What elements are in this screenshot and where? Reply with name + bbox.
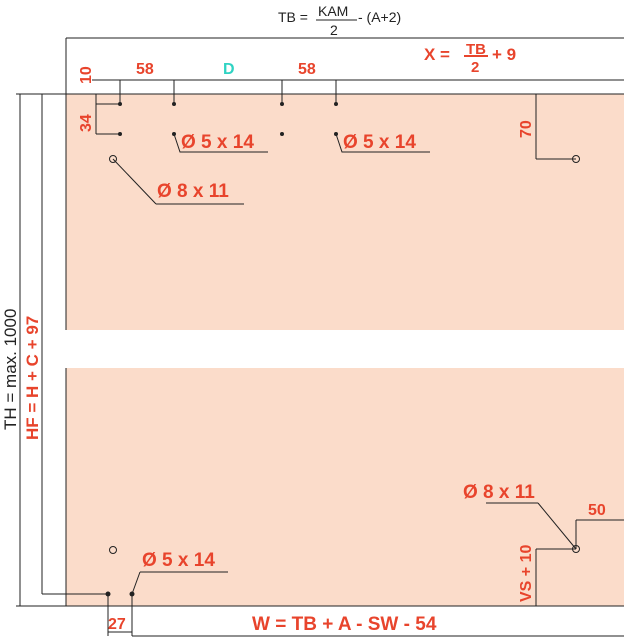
dim-d: D [223, 61, 235, 78]
dim-27: 27 [108, 616, 126, 633]
dim-70: 70 [518, 120, 535, 138]
hole-8x11-top-label: Ø 8 x 11 [157, 181, 229, 202]
hole-top-1 [118, 102, 122, 106]
hole-top-3 [280, 102, 284, 106]
hf-label: HF = H + C + 97 [23, 316, 42, 440]
tb-denominator: 2 [330, 22, 338, 38]
leader-8x11-bottom-diag [537, 502, 577, 550]
x-denominator: 2 [471, 59, 479, 76]
dim-58-left: 58 [136, 61, 154, 78]
hole-5x14-bottom-label: Ø 5 x 14 [142, 550, 215, 571]
vs-label: VS + 10 [518, 545, 535, 602]
tb-suffix: - (A+2) [358, 9, 401, 25]
hole-top-3b [280, 132, 284, 136]
tb-prefix: TB = [278, 9, 308, 25]
leader-8x11-top-diag [112, 158, 157, 205]
upper-panel [66, 94, 624, 330]
dim-10: 10 [78, 66, 95, 84]
hole-8x11-top [109, 155, 117, 163]
hole-5x14-left-label: Ø 5 x 14 [181, 132, 254, 153]
x-prefix: X = [424, 45, 450, 64]
hole-top-2 [172, 102, 176, 106]
w-label: W = TB + A - SW - 54 [252, 614, 437, 635]
hole-top-4 [334, 102, 338, 106]
tb-numerator: KAM [318, 3, 348, 19]
hole-5x14-right-label: Ø 5 x 14 [343, 132, 416, 153]
x-numerator: TB [466, 41, 486, 58]
th-label: TH = max. 1000 [1, 309, 20, 430]
hole-8x11-bottom-label: Ø 8 x 11 [463, 482, 535, 503]
dim-58-right: 58 [298, 61, 316, 78]
hole-top-1b [118, 132, 122, 136]
hole-bottom-left [109, 546, 117, 554]
lower-panel [66, 368, 624, 606]
hole-right-top [572, 155, 580, 163]
dim-50: 50 [588, 502, 606, 519]
leader-5x14-right [335, 133, 430, 153]
x-suffix: + 9 [492, 45, 516, 64]
dim-34: 34 [78, 114, 95, 132]
leader-5x14-bottom-diag [131, 571, 141, 595]
leader-5x14-left [173, 133, 268, 153]
